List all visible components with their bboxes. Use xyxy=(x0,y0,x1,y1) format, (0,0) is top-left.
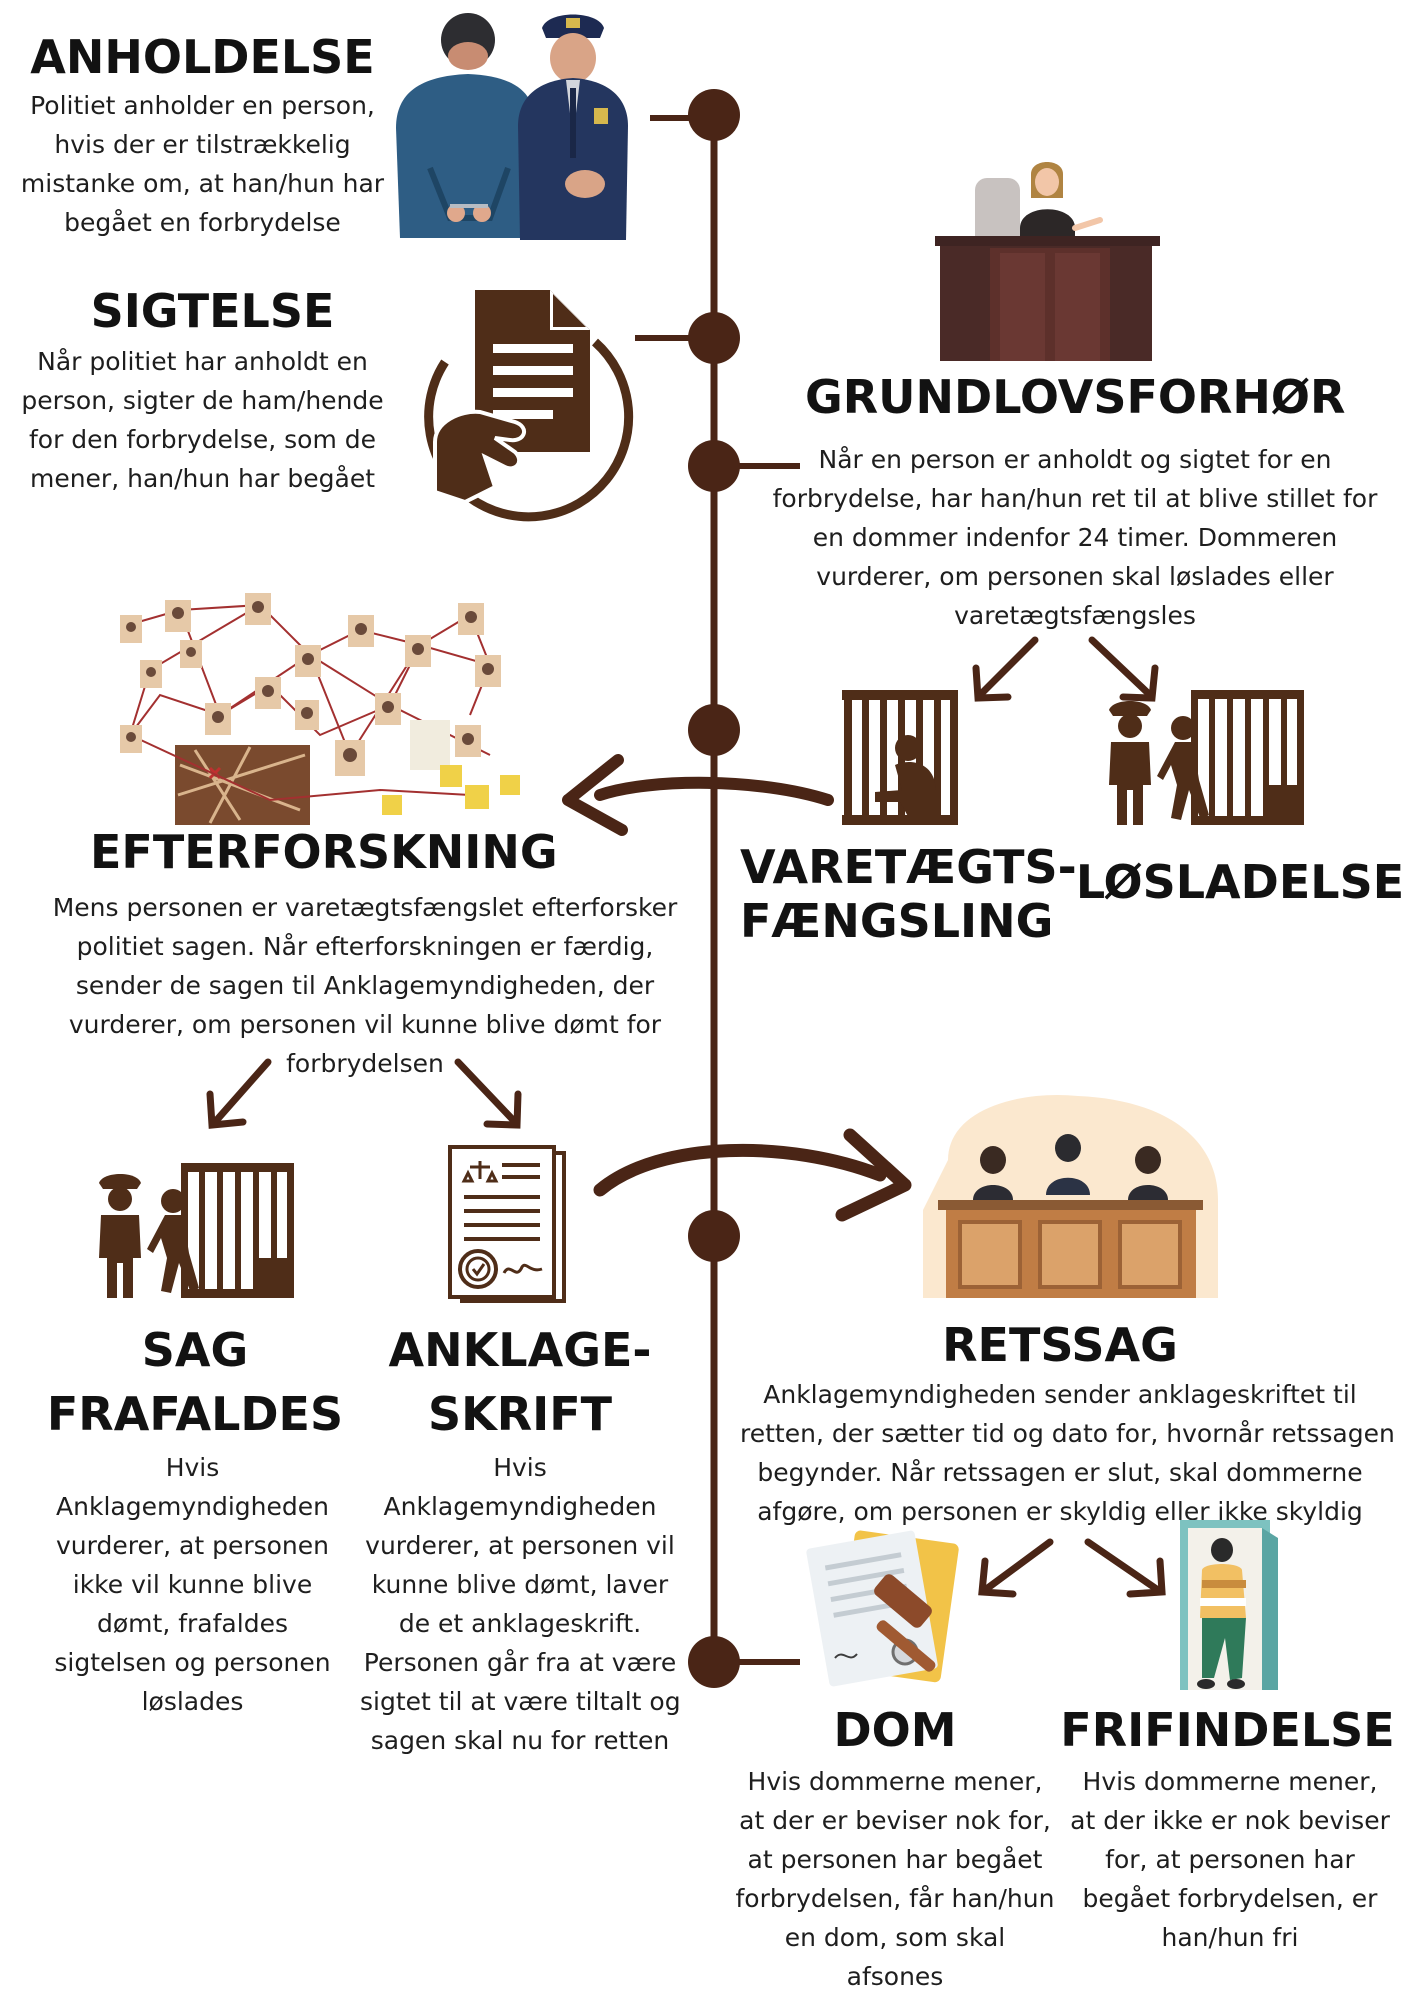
arrow-to-frifindelse xyxy=(1084,1538,1166,1598)
arrest-illustration xyxy=(396,13,628,240)
sigtelse-title: SIGTELSE xyxy=(90,284,335,338)
timeline-dot-retssag xyxy=(688,1210,740,1262)
timeline-dot-grundlovsforhor xyxy=(688,440,740,492)
efterforskning-text: Mens personen er varetægtsfængslet efter… xyxy=(52,893,678,1078)
arrow-to-sag-frafaldes xyxy=(206,1058,272,1129)
arrow-to-losladelse xyxy=(1088,636,1159,702)
timeline-dot-dom xyxy=(688,1636,740,1688)
efterforskning-title: EFTERFORSKNING xyxy=(90,825,558,879)
release-icon xyxy=(1109,690,1304,825)
arrow-to-dom xyxy=(978,1538,1054,1598)
varetaegt-title: VARETÆGTS- FÆNGSLING xyxy=(740,840,1077,949)
grundlovsforhor-text: Når en person er anholdt og sigtet for e… xyxy=(772,445,1378,630)
retssag-title: RETSSAG xyxy=(942,1318,1178,1372)
frifindelse-title: FRIFINDELSE xyxy=(1060,1703,1395,1757)
courtroom-illustration xyxy=(923,1094,1218,1298)
anklageskrift-title: ANKLAGE- SKRIFT xyxy=(388,1323,652,1441)
arrow-to-efterforskning xyxy=(562,754,834,836)
timeline-dot-sigtelse xyxy=(688,312,740,364)
arrow-to-retssag xyxy=(593,1128,912,1222)
judge-bench-illustration xyxy=(935,162,1160,361)
grundlovsforhor-title: GRUNDLOVSFORHØR xyxy=(805,370,1346,424)
frifindelse-text: Hvis dommerne mener, at der ikke er nok … xyxy=(1070,1767,1390,1952)
arrow-to-varetaegt xyxy=(972,636,1039,702)
evidence-board-illustration xyxy=(120,593,520,825)
document-hand-icon xyxy=(424,290,634,522)
dom-title: DOM xyxy=(833,1703,957,1757)
anholdelse-title: ANHOLDELSE xyxy=(30,30,375,84)
prisoner-cell-icon xyxy=(842,690,958,825)
anklageskrift-text: Hvis Anklagemyndigheden vurderer, at per… xyxy=(360,1453,681,1755)
timeline-dot-efterforskning xyxy=(688,704,740,756)
anholdelse-text: Politiet anholder en person, hvis der er… xyxy=(20,91,385,237)
losladelse-title: LØSLADELSE xyxy=(1075,855,1405,909)
retssag-text: Anklagemyndigheden sender anklageskrifte… xyxy=(740,1380,1395,1526)
legal-document-icon xyxy=(448,1145,566,1303)
dom-text: Hvis dommerne mener, at der er beviser n… xyxy=(735,1767,1055,1991)
person-leaving-door-illustration xyxy=(1180,1520,1278,1690)
sag-frafaldes-title: SAG FRAFALDES xyxy=(46,1323,344,1441)
sigtelse-text: Når politiet har anholdt en person, sigt… xyxy=(21,347,384,493)
release-icon xyxy=(99,1163,294,1298)
arrow-to-anklageskrift xyxy=(454,1058,522,1129)
sag-frafaldes-text: Hvis Anklagemyndigheden vurderer, at per… xyxy=(54,1453,331,1716)
timeline-dot-anholdelse xyxy=(688,89,740,141)
gavel-document-illustration xyxy=(806,1530,959,1687)
